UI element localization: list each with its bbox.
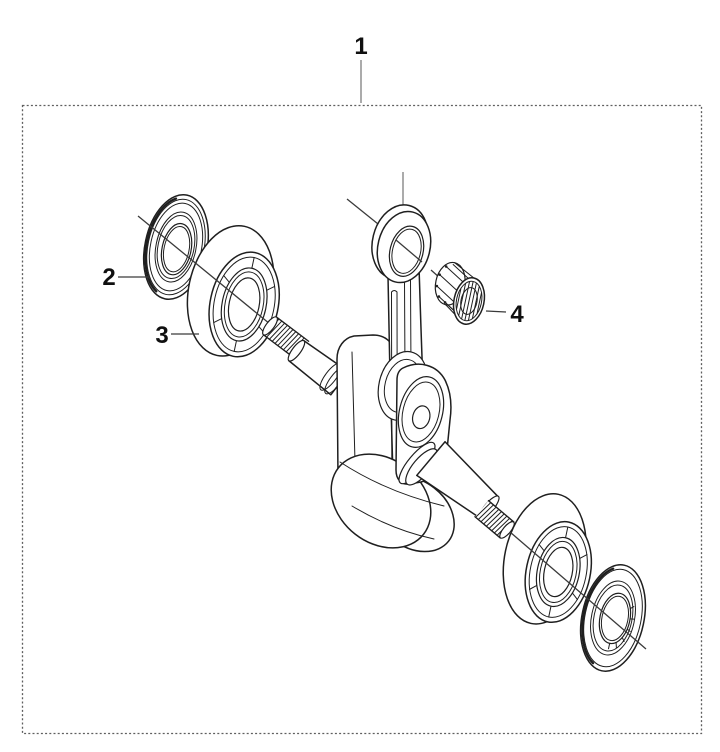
assembly-boundary-box xyxy=(21,104,703,735)
piston-pin-axis-line-through-eye xyxy=(395,239,423,263)
crankshaft-connecting-rod xyxy=(262,172,515,553)
callout-3-label: 3 xyxy=(155,322,168,349)
callout-4-leader xyxy=(485,310,507,313)
connecting-rod-small-end xyxy=(371,204,432,284)
callout-1-label: 1 xyxy=(354,33,367,60)
callout-2-label: 2 xyxy=(102,264,115,291)
oil-seal-right xyxy=(579,564,647,672)
callout-1: 1 xyxy=(354,33,368,103)
bearing-cage-ticks xyxy=(529,526,588,618)
ball-bearing-right xyxy=(502,493,593,625)
balance-hole xyxy=(411,405,431,430)
callout-2: 2 xyxy=(102,264,149,291)
crankshaft-right-threaded-tip xyxy=(474,499,515,539)
right-assembly-axis-line xyxy=(509,531,647,650)
cage-needles xyxy=(453,278,485,324)
seal-spring-hatch xyxy=(608,606,635,650)
left-assembly-axis-line xyxy=(137,215,282,334)
ball-bearing-left xyxy=(186,224,280,358)
piston-pin-axis-line-upper xyxy=(346,198,384,229)
callout-4-label: 4 xyxy=(510,301,524,328)
callout-4: 4 xyxy=(485,301,524,328)
needle-bearing-cage xyxy=(434,261,486,325)
crankshaft-left-journal xyxy=(287,339,350,396)
callout-3: 3 xyxy=(155,322,199,349)
bearing-cage-ticks xyxy=(213,257,276,352)
